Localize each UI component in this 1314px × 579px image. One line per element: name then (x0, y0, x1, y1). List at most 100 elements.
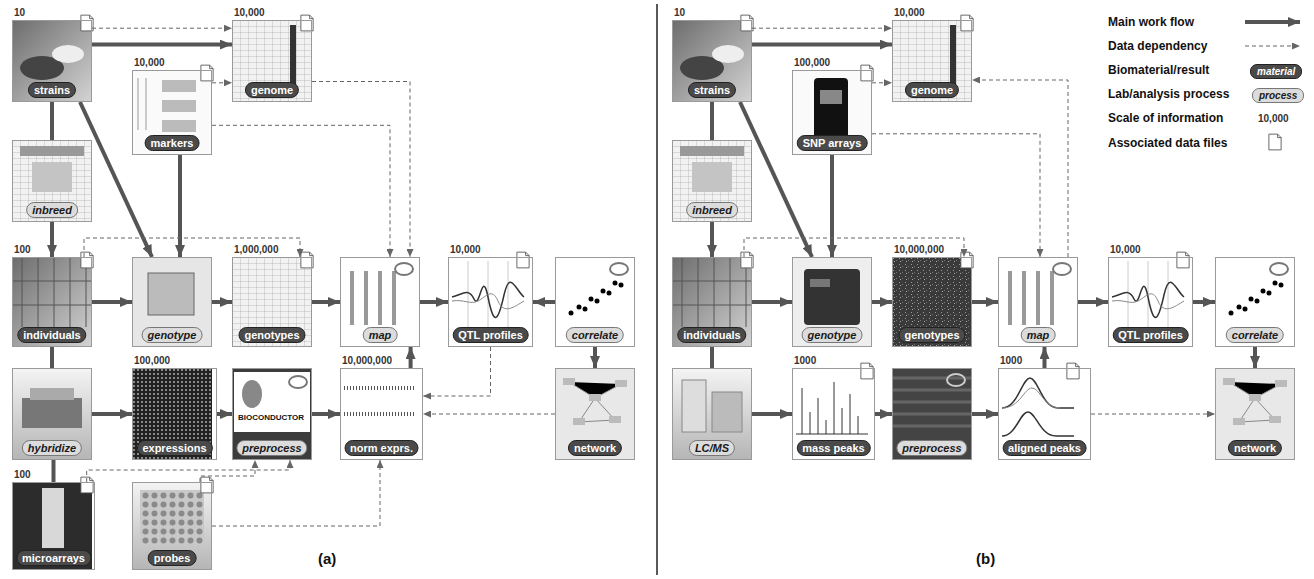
workflow-arrow (52, 460, 56, 482)
material-label: strains (28, 82, 76, 98)
genotyper-photo (810, 279, 830, 287)
legend-text: Associated data files (1108, 135, 1227, 151)
dependency-arrow (212, 82, 232, 83)
workflow-arrow (92, 300, 132, 304)
qtl-curves (452, 282, 524, 317)
scatter-plot (595, 299, 600, 304)
network-graph (573, 418, 585, 425)
tile-node: hybridize (12, 368, 92, 460)
workflow-arrow (1193, 300, 1215, 304)
normalized-plot (344, 388, 416, 414)
hybridizer-photo (22, 398, 82, 428)
workflow-arrow (312, 300, 340, 304)
workflow-arrow (92, 43, 232, 47)
scatter-plot (1243, 307, 1248, 312)
genotyper-photo (792, 257, 872, 347)
network-graph (1215, 368, 1295, 460)
probe-plate (140, 490, 204, 544)
material-label: genome (245, 82, 299, 98)
snp-chip (792, 70, 872, 155)
process-label: preprocess (896, 440, 967, 456)
map-plot (1008, 271, 1012, 325)
legend-samples (1245, 22, 1300, 150)
tile-node: 10strains (12, 20, 92, 102)
process-label: correlate (1226, 327, 1284, 343)
probe-plate (132, 482, 212, 570)
workflow-arrow (212, 300, 232, 304)
workflow-arrow (409, 347, 413, 368)
scale-number: 10,000 (234, 7, 265, 19)
tile-node: inbreed (12, 140, 92, 222)
qtl-curves (452, 294, 524, 309)
scatter-plot (613, 281, 618, 286)
scale-number: 10,000,000 (342, 355, 392, 367)
scale-number: 1000 (794, 355, 816, 367)
mice-photo (672, 20, 752, 102)
process-label: map (1021, 327, 1056, 343)
material-label: probes (148, 550, 197, 566)
marker-sheet (162, 120, 196, 132)
workflow-arrow (872, 300, 892, 304)
tile-node: individuals (672, 257, 752, 347)
normalized-plot (340, 368, 420, 460)
material-label: network (1228, 440, 1282, 456)
lcms-photo (672, 368, 752, 460)
legend-text: Data dependency (1108, 38, 1207, 54)
scale-number: 10,000,000 (894, 244, 944, 256)
material-label: individuals (17, 327, 86, 343)
dependency-arrow (312, 82, 410, 258)
workflow-arrow (740, 102, 812, 257)
qtl-curves (448, 257, 528, 347)
bioconductor-logo (232, 368, 312, 460)
network-graph (563, 378, 575, 385)
marker-sheet (138, 78, 146, 130)
genotyper-photo (804, 269, 860, 325)
genotype-table (232, 257, 312, 347)
qtl-curves (1108, 257, 1188, 347)
process-label: inbreed (26, 202, 78, 218)
scale-number: 100,000 (134, 355, 170, 367)
annotation-label: (a) (318, 550, 336, 568)
map-plot (998, 257, 1078, 347)
snp-chip (792, 70, 872, 155)
lcms-photo (672, 368, 752, 460)
network-graph (1215, 368, 1295, 460)
workflow-arrow (710, 222, 714, 257)
scale-number: 10 (14, 7, 25, 19)
scale-number: 10,000 (450, 244, 481, 256)
material-label: genotypes (238, 327, 305, 343)
aligned-peaks-plot (1002, 378, 1074, 408)
workflow-arrow (217, 412, 232, 416)
marker-sheet (162, 100, 196, 112)
dependency-arrow (423, 347, 491, 396)
legend-text: Scale of information (1108, 110, 1223, 126)
scatter-plot (1215, 257, 1295, 347)
microarray-photo (12, 482, 92, 570)
workflow-arrow (1078, 300, 1108, 304)
hybridizer-photo (12, 368, 92, 460)
aligned-peaks-plot (1002, 388, 1060, 408)
process-label: preprocess (236, 440, 307, 456)
tile-node: 10,000QTL profiles (448, 257, 533, 347)
workflow-arrow (593, 347, 597, 368)
scatter-plot (589, 297, 594, 302)
material-label: microarrays (16, 550, 91, 566)
mass-spectrum (792, 368, 872, 460)
network-graph (555, 368, 635, 460)
map-plot (395, 263, 413, 275)
scatter-plot (555, 257, 635, 347)
workflow-arrow (50, 102, 54, 140)
pedigree-chart (32, 162, 72, 192)
scatter-plot (569, 311, 574, 316)
material-label: genome (905, 82, 959, 98)
genotyper-photo (132, 257, 212, 347)
material-label: genotypes (898, 327, 965, 343)
workflow-arrow (752, 43, 892, 47)
tile-node: map (340, 257, 420, 347)
material-label: markers (145, 135, 200, 151)
cages-photo (12, 257, 92, 347)
dependency-arrow (84, 238, 300, 257)
cages-photo (672, 257, 752, 347)
tile-node: preprocess (892, 368, 972, 460)
genome-map (232, 20, 312, 102)
